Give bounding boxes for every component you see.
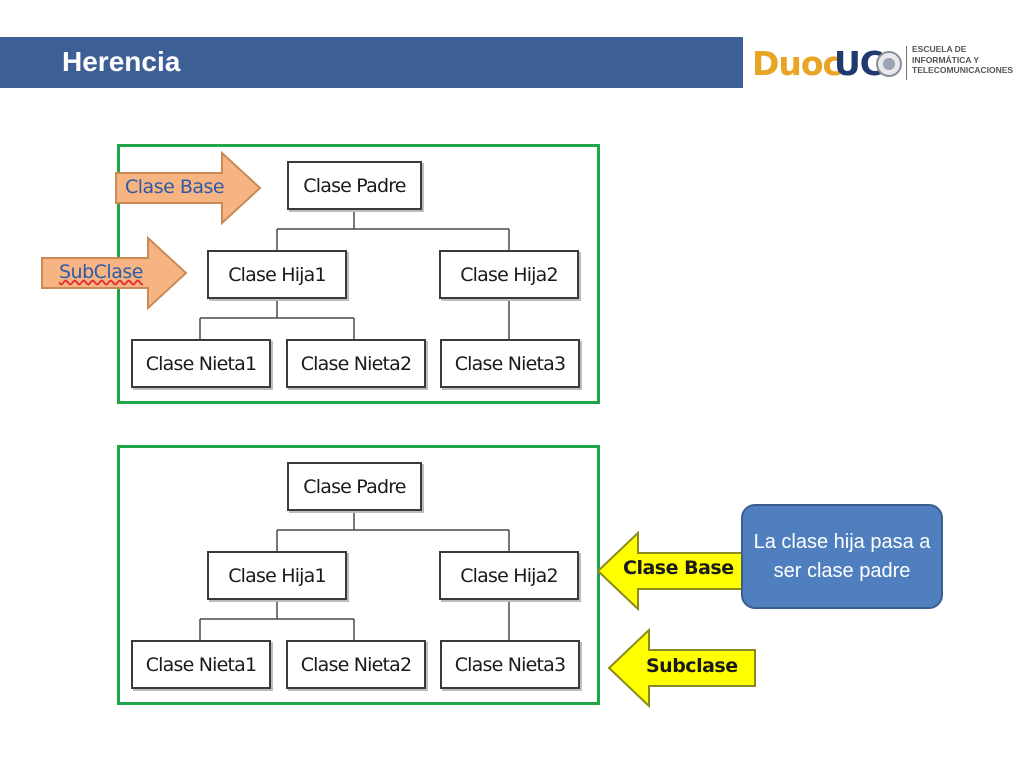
top-node-clase-padre: Clase Padre — [287, 161, 422, 210]
logo-uc-text: UC — [834, 44, 884, 83]
top-node-clase-hija1: Clase Hija1 — [207, 250, 347, 299]
bottom-node-clase-hija2: Clase Hija2 — [439, 551, 579, 600]
callout-box: La clase hija pasa a ser clase padre — [741, 504, 943, 609]
subclase-arrow-bottom — [607, 628, 756, 708]
clase-base-label-bottom: Clase Base — [623, 557, 734, 579]
top-node-clase-nieta3: Clase Nieta3 — [440, 339, 580, 388]
logo-duoc-text: Duoc — [752, 44, 842, 83]
header-bar — [0, 37, 743, 88]
subclase-label-bottom: Subclase — [646, 655, 738, 677]
callout-text: La clase hija pasa a ser clase padre — [753, 530, 931, 582]
bottom-node-clase-nieta2: Clase Nieta2 — [286, 640, 426, 689]
clase-base-label-top: Clase Base — [125, 176, 225, 198]
subclase-arrow-top — [41, 236, 188, 310]
subclase-label-top: SubClase — [59, 261, 143, 283]
bottom-node-clase-nieta3: Clase Nieta3 — [440, 640, 580, 689]
school-line-3: TELECOMUNICACIONES — [912, 65, 1014, 75]
top-node-clase-nieta1: Clase Nieta1 — [131, 339, 271, 388]
school-line-2: INFORMÁTICA Y — [912, 54, 980, 65]
school-line-1: ESCUELA DE — [912, 44, 967, 54]
bottom-node-clase-padre: Clase Padre — [287, 462, 422, 511]
seal-icon — [876, 51, 902, 77]
duoc-uc-logo: Duoc UC ESCUELA DE INFORMÁTICA Y TELECOM… — [752, 42, 1013, 86]
top-node-clase-nieta2: Clase Nieta2 — [286, 339, 426, 388]
clase-base-arrow-top — [115, 151, 262, 225]
slide-title: Herencia — [62, 46, 181, 77]
logo-school-name: ESCUELA DE INFORMÁTICA Y TELECOMUNICACIO… — [912, 44, 1013, 76]
top-node-clase-hija2: Clase Hija2 — [439, 250, 579, 299]
bottom-node-clase-nieta1: Clase Nieta1 — [131, 640, 271, 689]
logo-divider — [906, 46, 907, 80]
bottom-node-clase-hija1: Clase Hija1 — [207, 551, 347, 600]
